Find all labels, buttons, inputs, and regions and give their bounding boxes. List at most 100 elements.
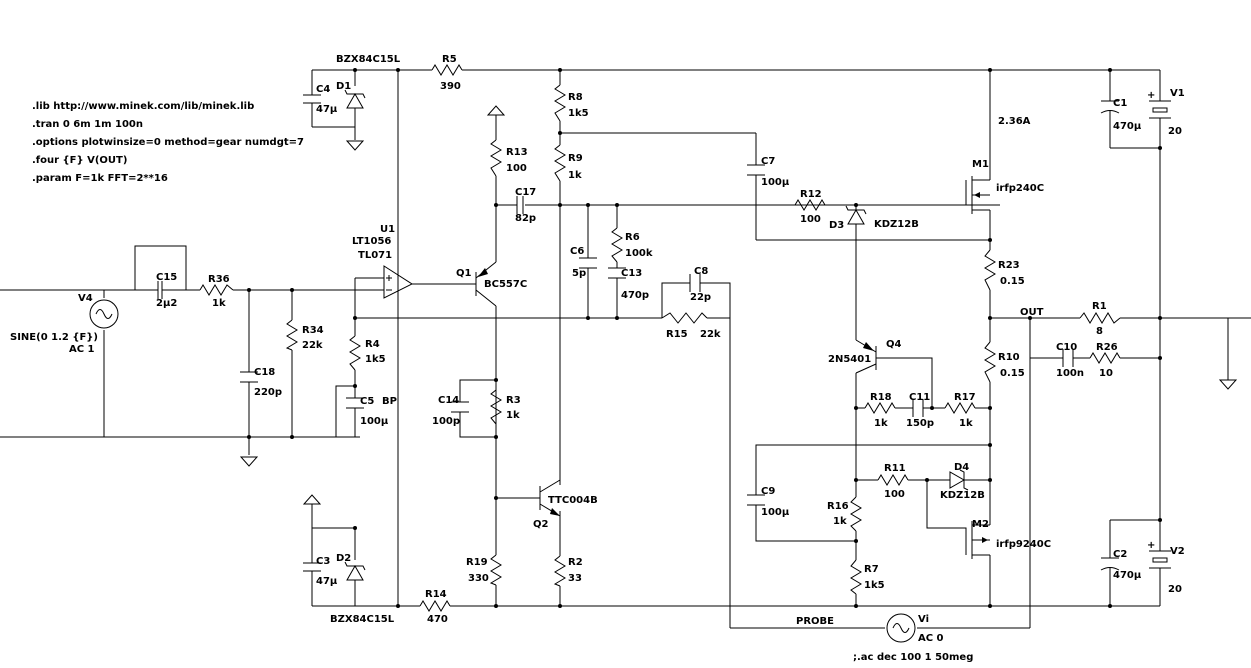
r12-value: 100 — [800, 214, 821, 225]
ground-icon — [345, 140, 365, 151]
v4-ref: V4 — [78, 293, 93, 304]
c1-capacitor[interactable]: C1 470µ — [1100, 98, 1142, 132]
r11-value: 100 — [884, 489, 905, 500]
r9-resistor[interactable]: R9 1k — [554, 144, 583, 182]
r2-ref: R2 — [568, 557, 583, 568]
c9-value: 100µ — [761, 507, 790, 518]
v4-value: SINE(0 1.2 {F}) — [10, 332, 98, 343]
r15-value: 22k — [700, 329, 721, 340]
vi-probe-source[interactable]: Vi AC 0 — [886, 613, 944, 644]
r17-resistor[interactable]: R17 1k — [944, 392, 976, 429]
d4-value: KDZ12B — [940, 490, 985, 501]
r14-resistor[interactable]: R14 470 — [419, 589, 451, 625]
u1-value: LT1056 — [352, 236, 391, 247]
m2-pmos[interactable]: M2 irfp9240C — [958, 515, 1051, 560]
d2-zener[interactable]: D2 BZX84C15L — [330, 553, 395, 625]
r13-resistor[interactable]: R13 100 — [490, 139, 528, 177]
c17-capacitor[interactable]: C17 82p — [513, 187, 536, 224]
r34-resistor[interactable]: R34 22k — [285, 319, 324, 351]
c2-capacitor[interactable]: C2 470µ — [1100, 549, 1142, 581]
d2-value: BZX84C15L — [330, 614, 395, 625]
q2-npn-transistor[interactable]: TTC004B Q2 — [533, 479, 598, 530]
q1-pnp-transistor[interactable]: Q1 BC557C — [456, 255, 527, 310]
d3-zener[interactable]: D3 KDZ12B — [829, 205, 919, 231]
r19-value: 330 — [468, 573, 489, 584]
v1-plus: + — [1147, 90, 1155, 101]
r16-value: 1k — [833, 516, 847, 527]
c13-capacitor[interactable]: C13 470p — [608, 267, 649, 301]
r5-resistor[interactable]: R5 390 — [431, 54, 463, 92]
q1-ref: Q1 — [456, 268, 472, 279]
d1-zener[interactable]: D1 BZX84C15L — [336, 54, 401, 109]
c6-capacitor[interactable]: C6 5p — [570, 246, 597, 279]
c18-value: 220p — [254, 387, 282, 398]
v4-sine-source[interactable]: V4 SINE(0 1.2 {F}) AC 1 — [10, 293, 119, 355]
net-label-probe: PROBE — [796, 616, 834, 627]
vi-value: AC 0 — [918, 633, 944, 644]
r36-resistor[interactable]: R36 1k — [199, 274, 234, 309]
v2-battery[interactable]: + V2 20 — [1147, 540, 1185, 595]
c7-capacitor[interactable]: C7 100µ — [747, 156, 790, 188]
c11-capacitor[interactable]: C11 150p — [906, 392, 934, 429]
c3-capacitor[interactable]: C3 47µ — [303, 556, 338, 587]
r19-resistor[interactable]: R19 330 — [466, 554, 502, 586]
v1-battery[interactable]: + V1 20 — [1147, 88, 1185, 137]
r6-resistor[interactable]: R6 100k — [611, 227, 653, 263]
q2-ref: Q2 — [533, 519, 549, 530]
directive-ac-comment: ;.ac dec 100 1 50meg — [853, 652, 973, 663]
r11-resistor[interactable]: R11 100 — [877, 463, 909, 500]
supply-arrows — [302, 105, 506, 505]
c4-value: 47µ — [316, 104, 338, 115]
r9-ref: R9 — [568, 153, 583, 164]
r2-resistor[interactable]: R2 33 — [553, 555, 583, 587]
c5-capacitor[interactable]: C5 BP 100µ — [346, 396, 397, 427]
r10-ref: R10 — [998, 352, 1020, 363]
r12-ref: R12 — [800, 189, 822, 200]
c14-capacitor[interactable]: C14 100p — [432, 395, 469, 427]
c18-capacitor[interactable]: C18 220p — [240, 367, 282, 398]
r14-ref: R14 — [425, 589, 447, 600]
r18-resistor[interactable]: R18 1k — [864, 392, 896, 429]
c6-value: 5p — [572, 268, 586, 279]
m1-nmos[interactable]: M1 irfp240C — [958, 159, 1044, 214]
wires — [0, 69, 1251, 629]
spice-directives: .lib http://www.minek.com/lib/minek.lib … — [32, 101, 304, 184]
r10-resistor[interactable]: R10 0.15 — [984, 341, 1025, 383]
r12-resistor[interactable]: R12 100 — [794, 189, 826, 225]
q4-pnp-transistor[interactable]: Q4 2N5401 — [828, 339, 902, 374]
c10-capacitor[interactable]: C10 100n — [1056, 342, 1084, 379]
r16-resistor[interactable]: R16 1k — [827, 496, 862, 532]
c5-ref: C5 — [360, 396, 374, 407]
v2-ref: V2 — [1170, 546, 1185, 557]
r3-resistor[interactable]: R3 1k — [490, 389, 521, 425]
c4-capacitor[interactable]: C4 47µ — [303, 84, 338, 115]
r36-value: 1k — [212, 298, 226, 309]
u1-value2: TL071 — [358, 250, 392, 261]
r2-value: 33 — [568, 573, 582, 584]
c9-capacitor[interactable]: C9 100µ — [747, 486, 790, 518]
v4-ac: AC 1 — [69, 344, 95, 355]
ground-symbols — [239, 140, 1238, 467]
u1-opamp[interactable]: U1 LT1056 TL071 — [352, 224, 414, 299]
c8-capacitor[interactable]: C8 22p — [689, 266, 711, 303]
r1-value: 8 — [1096, 326, 1103, 337]
r26-resistor[interactable]: R26 10 — [1089, 342, 1121, 379]
c7-ref: C7 — [761, 156, 775, 167]
c9-ref: C9 — [761, 486, 775, 497]
c2-ref: C2 — [1113, 549, 1127, 560]
v1-ref: V1 — [1170, 88, 1185, 99]
c15-capacitor[interactable]: C15 2µ2 — [150, 272, 177, 309]
c13-ref: C13 — [621, 268, 642, 279]
r15-resistor[interactable]: R15 22k — [661, 312, 721, 340]
r23-resistor[interactable]: R23 0.15 — [984, 249, 1025, 291]
c7-value: 100µ — [761, 177, 790, 188]
r4-resistor[interactable]: R4 1k5 — [349, 335, 386, 371]
r1-resistor[interactable]: R1 8 — [1079, 301, 1121, 337]
d4-zener[interactable]: D4 KDZ12B — [940, 462, 985, 501]
d1-ref: D1 — [336, 81, 351, 92]
r13-ref: R13 — [506, 147, 528, 158]
r7-resistor[interactable]: R7 1k5 — [850, 559, 885, 595]
r8-resistor[interactable]: R8 1k5 — [554, 84, 589, 122]
